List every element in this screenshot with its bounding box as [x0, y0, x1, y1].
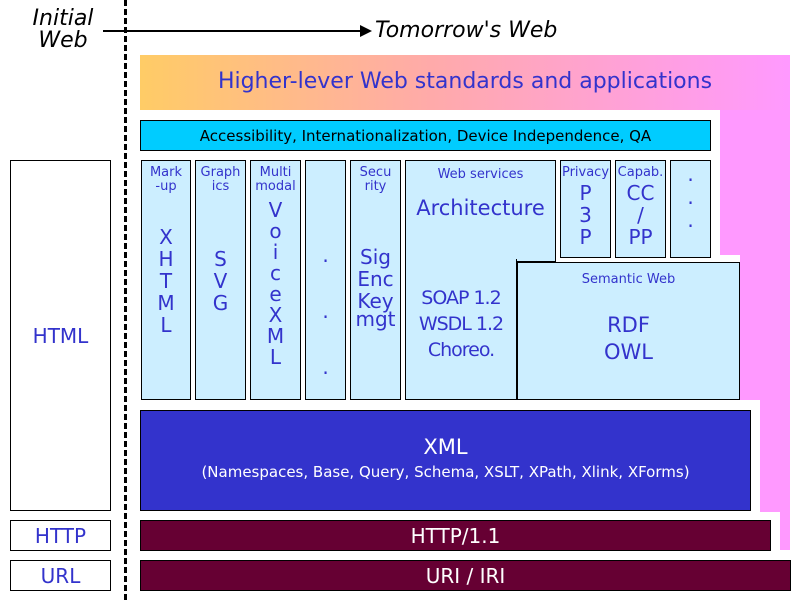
timeline-divider [124, 0, 127, 600]
column-ellipsis-2: ... [670, 160, 711, 258]
pink-step-4 [780, 512, 790, 550]
column-capabilities: Capab. CC/PP [615, 160, 666, 258]
ellipsis-vertical-icon: ... [322, 243, 329, 379]
initial-http-box: HTTP [10, 520, 111, 551]
initial-web-line1: Initial [32, 6, 94, 31]
pink-step-3 [760, 400, 790, 512]
timeline-arrow-line [103, 30, 363, 32]
pink-step-2 [740, 255, 790, 400]
pink-step-1 [720, 110, 790, 255]
xml-layer: XML (Namespaces, Base, Query, Schema, XS… [140, 410, 751, 511]
initial-url-box: URL [10, 560, 111, 591]
initial-web-line2: Web [38, 28, 88, 53]
column-ellipsis-1: ... [305, 160, 346, 400]
initial-html-box: HTML [10, 160, 111, 511]
http-layer: HTTP/1.1 [140, 520, 771, 551]
column-content-ccpp: CC/PP [626, 181, 655, 249]
tomorrows-web-label: Tomorrow's Web [375, 18, 558, 43]
column-category: Mark-up [149, 165, 183, 194]
xml-subtitle: (Namespaces, Base, Query, Schema, XSLT, … [201, 463, 690, 481]
ellipsis-vertical-icon: ... [687, 162, 694, 232]
column-category: Web services [437, 167, 524, 182]
arrow-right-icon [360, 25, 372, 37]
column-category: Privacy [561, 165, 610, 180]
web-services-architecture: Architecture [416, 196, 545, 220]
higher-layer-background [140, 55, 790, 110]
column-category: Capab. [617, 165, 664, 180]
accessibility-layer: Accessibility, Internationalization, Dev… [140, 120, 711, 151]
xml-title: XML [423, 435, 468, 459]
uri-layer: URI / IRI [140, 560, 791, 591]
semantic-web-title: Semantic Web [581, 272, 676, 287]
higher-layer-label: Higher-lever Web standards and applicati… [217, 69, 713, 94]
column-web-services-top: Web services Architecture [405, 160, 556, 262]
initial-web-label: Initial Web [18, 8, 108, 52]
